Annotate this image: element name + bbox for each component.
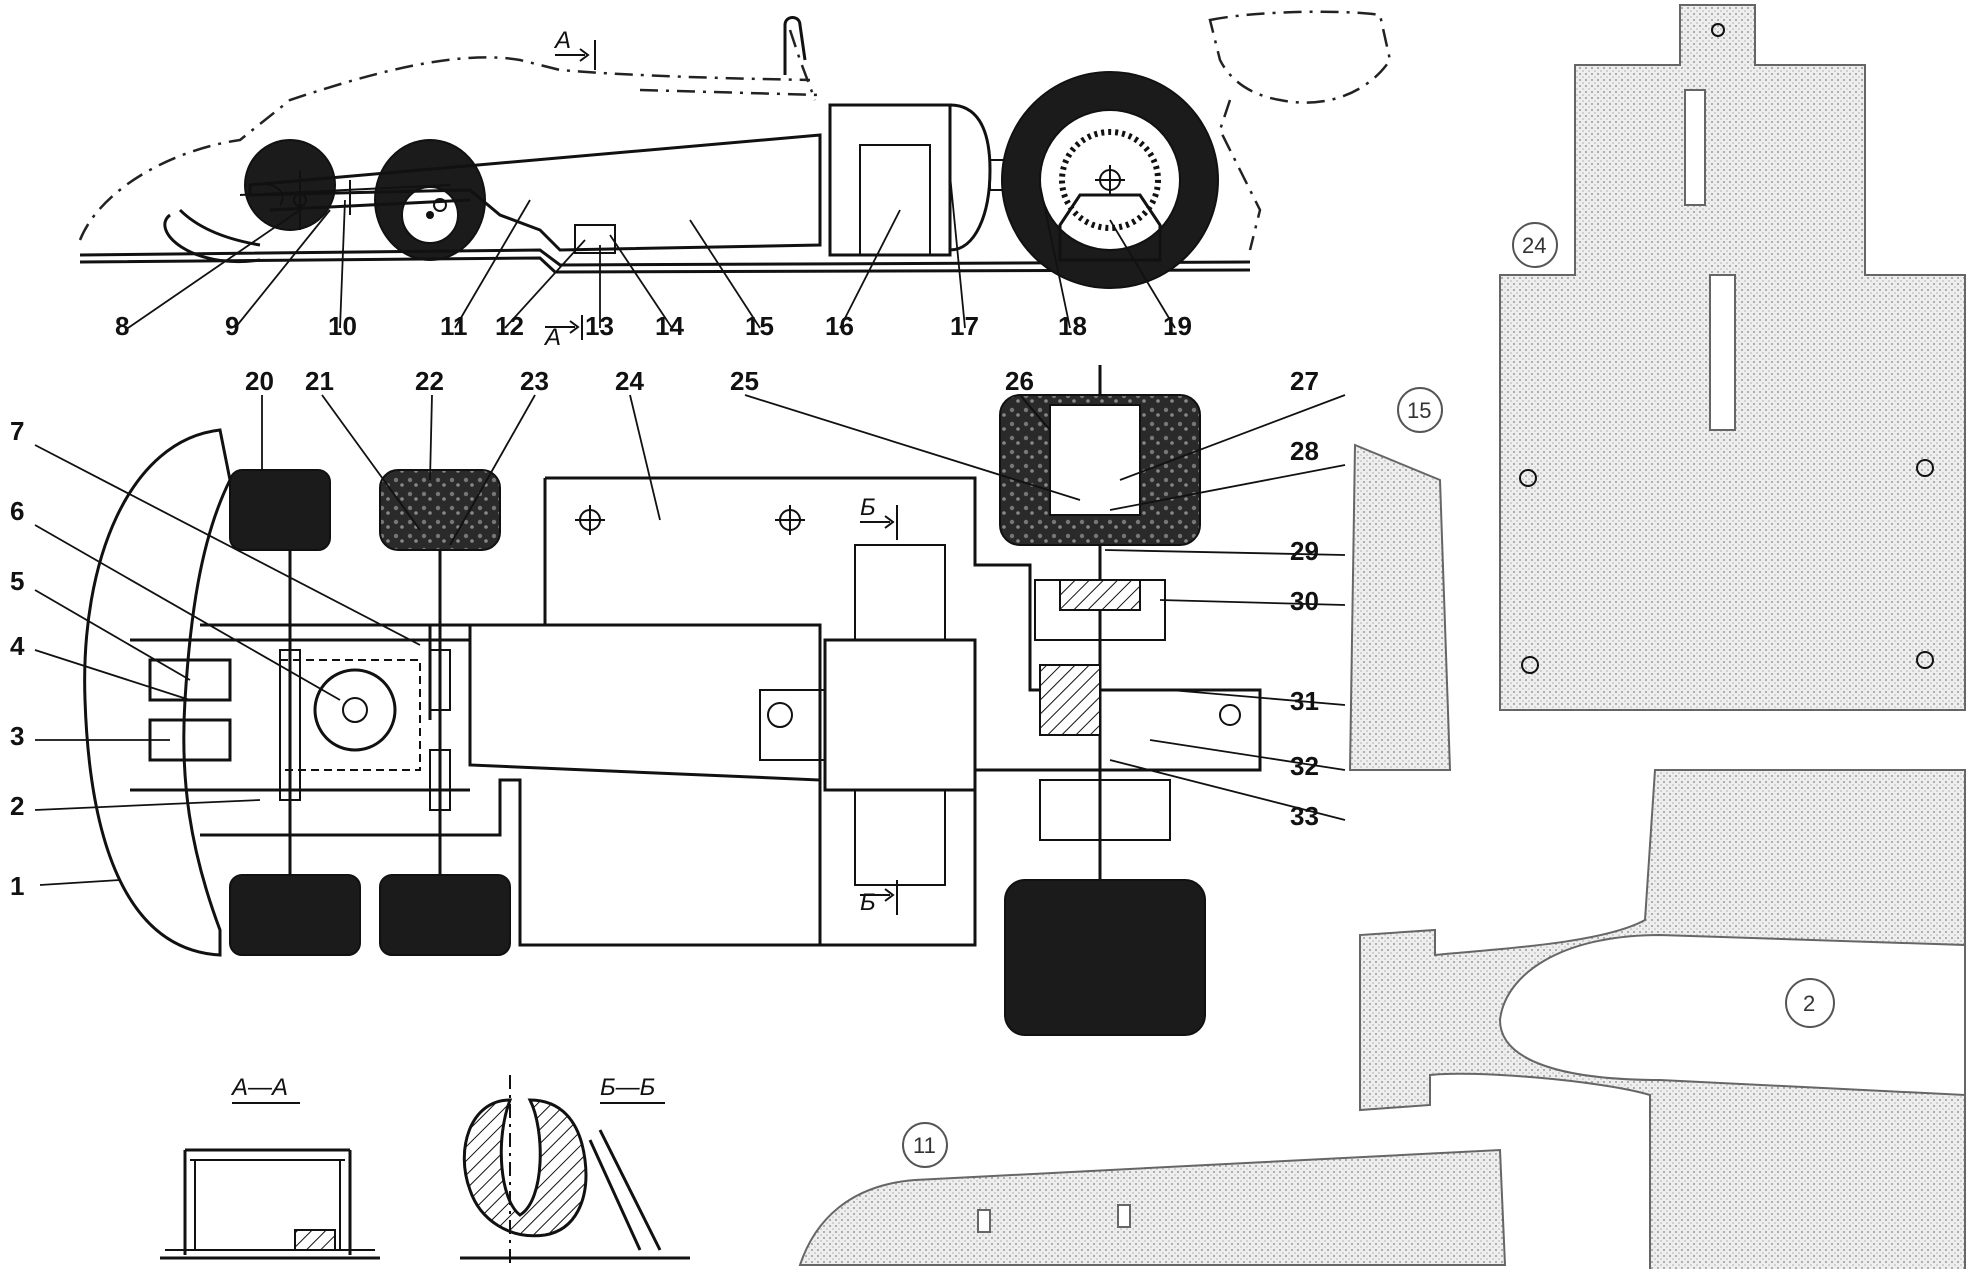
plan-view: Б Б [83, 365, 1262, 1036]
front-left-tire-1 [229, 469, 331, 551]
body-outline [78, 29, 821, 241]
label-27: 27 [1290, 366, 1319, 396]
label-18: 18 [1058, 311, 1087, 341]
side-view-leaders [127, 174, 1176, 329]
chassis-plate [79, 248, 1251, 267]
side-view: А А [78, 10, 1392, 351]
label-22: 22 [415, 366, 444, 396]
section-title-aa: А—А [230, 1074, 288, 1101]
label-2: 2 [10, 791, 24, 821]
label-8: 8 [115, 311, 129, 341]
side-member [248, 133, 822, 252]
label-23: 23 [520, 366, 549, 396]
label-29: 29 [1290, 536, 1319, 566]
label-24: 24 [615, 366, 644, 396]
label-1: 1 [10, 871, 24, 901]
label-12: 12 [495, 311, 524, 341]
section-mark-a-top: А [553, 27, 571, 54]
label-9: 9 [225, 311, 239, 341]
label-20: 20 [245, 366, 274, 396]
label-4: 4 [10, 631, 25, 661]
crown-gear [1039, 664, 1101, 736]
part-11-template: 11 [798, 1122, 1507, 1266]
part-label-11: 11 [913, 1133, 936, 1158]
part-15-template: 15 [1348, 387, 1452, 771]
rear-tire-bottom [1004, 879, 1206, 1036]
label-5: 5 [10, 566, 24, 596]
side-view-labels: 8 9 10 11 12 13 14 15 16 17 18 19 [115, 311, 1192, 341]
label-17: 17 [950, 311, 979, 341]
plan-view-labels: 1 2 3 4 5 6 7 20 21 22 23 24 25 26 27 28… [10, 366, 1319, 901]
part-label-2: 2 [1803, 991, 1815, 1016]
label-15: 15 [745, 311, 774, 341]
nose-plate [83, 428, 232, 957]
section-mark-b-bottom: Б [860, 889, 876, 916]
part-label-24: 24 [1522, 233, 1546, 258]
label-31: 31 [1290, 686, 1319, 716]
section-aa: А—А [160, 1074, 380, 1260]
label-32: 32 [1290, 751, 1319, 781]
section-mark-b-top: Б [860, 494, 876, 521]
section-mark-a-bottom: А [543, 324, 561, 351]
label-25: 25 [730, 366, 759, 396]
label-10: 10 [328, 311, 357, 341]
pivot-6 [313, 668, 397, 752]
plan-view-leaders [34, 394, 1346, 886]
front-left-tire-2 [379, 469, 501, 551]
label-13: 13 [585, 311, 614, 341]
motor-housing [828, 103, 952, 257]
part-24-template: 24 [1499, 4, 1966, 711]
label-16: 16 [825, 311, 854, 341]
label-19: 19 [1163, 311, 1192, 341]
label-33: 33 [1290, 801, 1319, 831]
front-right-tire-1 [229, 874, 361, 956]
label-26: 26 [1005, 366, 1034, 396]
section-bb: Б—Б [460, 1074, 690, 1265]
part-label-15: 15 [1407, 398, 1431, 423]
part-2-template: 2 [1359, 769, 1966, 1269]
section-title-bb: Б—Б [600, 1074, 655, 1101]
label-7: 7 [10, 416, 24, 446]
label-3: 3 [10, 721, 24, 751]
label-30: 30 [1290, 586, 1319, 616]
plan-motor [823, 638, 977, 792]
front-right-tire-2 [379, 874, 511, 956]
label-21: 21 [305, 366, 334, 396]
label-14: 14 [655, 311, 684, 341]
label-6: 6 [10, 496, 24, 526]
label-11: 11 [440, 311, 468, 341]
label-28: 28 [1290, 436, 1319, 466]
